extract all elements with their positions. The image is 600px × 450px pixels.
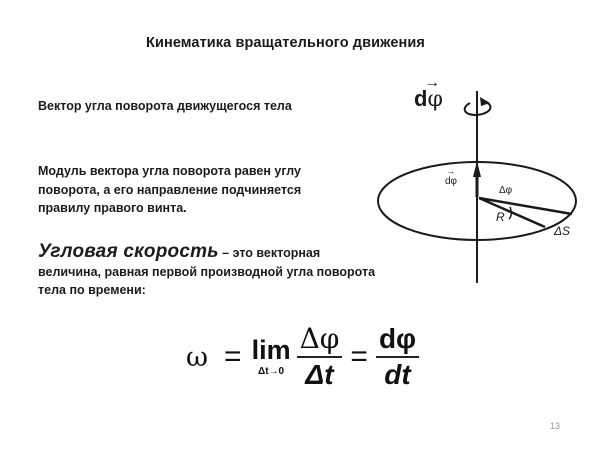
vector-d-phi-symbol: → dφ: [414, 74, 443, 112]
fraction-derivative: dφ dt: [375, 323, 420, 390]
fraction-delta-numerator: Δφ: [299, 322, 340, 355]
vector-arrow-icon: →: [424, 74, 440, 91]
rotation-arrow-icon: [463, 100, 492, 117]
label-delta-s: ΔS: [553, 224, 570, 238]
label-radius: R: [496, 210, 505, 224]
rotation-diagram: → dφ Δφ R ΔS: [377, 91, 577, 283]
radius-line-1: [478, 196, 573, 216]
fraction-derivative-denominator: dt: [384, 359, 411, 390]
modulus-paragraph: Модуль вектора угла поворота равен углу …: [38, 164, 302, 215]
equals-sign-2: =: [350, 340, 368, 373]
dphi-vec-arrow-label: →: [446, 166, 455, 176]
slide-title: Кинематика вращательного движения: [146, 35, 425, 51]
lim-text: lim: [251, 335, 291, 365]
angle-arc: [508, 206, 513, 220]
angular-velocity-paragraph: Угловая скорость – это векторная величин…: [38, 241, 378, 300]
page-number: 13: [550, 421, 561, 431]
angular-velocity-term: Угловая скорость: [38, 241, 219, 262]
label-dphi-vector: dφ: [445, 176, 458, 187]
omega-symbol: ω: [186, 341, 209, 373]
d-symbol: d: [414, 86, 428, 111]
vector-description: Вектор угла поворота движущегося тела: [38, 99, 292, 113]
fraction-bar-2: [375, 356, 420, 358]
limit-operator: lim Δt→0: [252, 336, 291, 378]
lim-subscript: Δt→0: [258, 366, 285, 377]
dphi-vector-arrowhead-icon: [473, 161, 481, 177]
angular-velocity-formula: ω = lim Δt→0 Δφ Δt = dφ dt: [186, 322, 420, 392]
fraction-delta: Δφ Δt: [296, 322, 343, 390]
fraction-bar: [296, 356, 343, 358]
phi-symbol: φ: [427, 87, 443, 112]
fraction-delta-denominator: Δt: [305, 359, 334, 390]
fraction-derivative-numerator: dφ: [378, 323, 417, 354]
equals-sign: =: [224, 340, 242, 373]
label-delta-phi: Δφ: [499, 185, 513, 196]
angular-velocity-definition: – это векторная величина, равная первой …: [38, 246, 376, 297]
